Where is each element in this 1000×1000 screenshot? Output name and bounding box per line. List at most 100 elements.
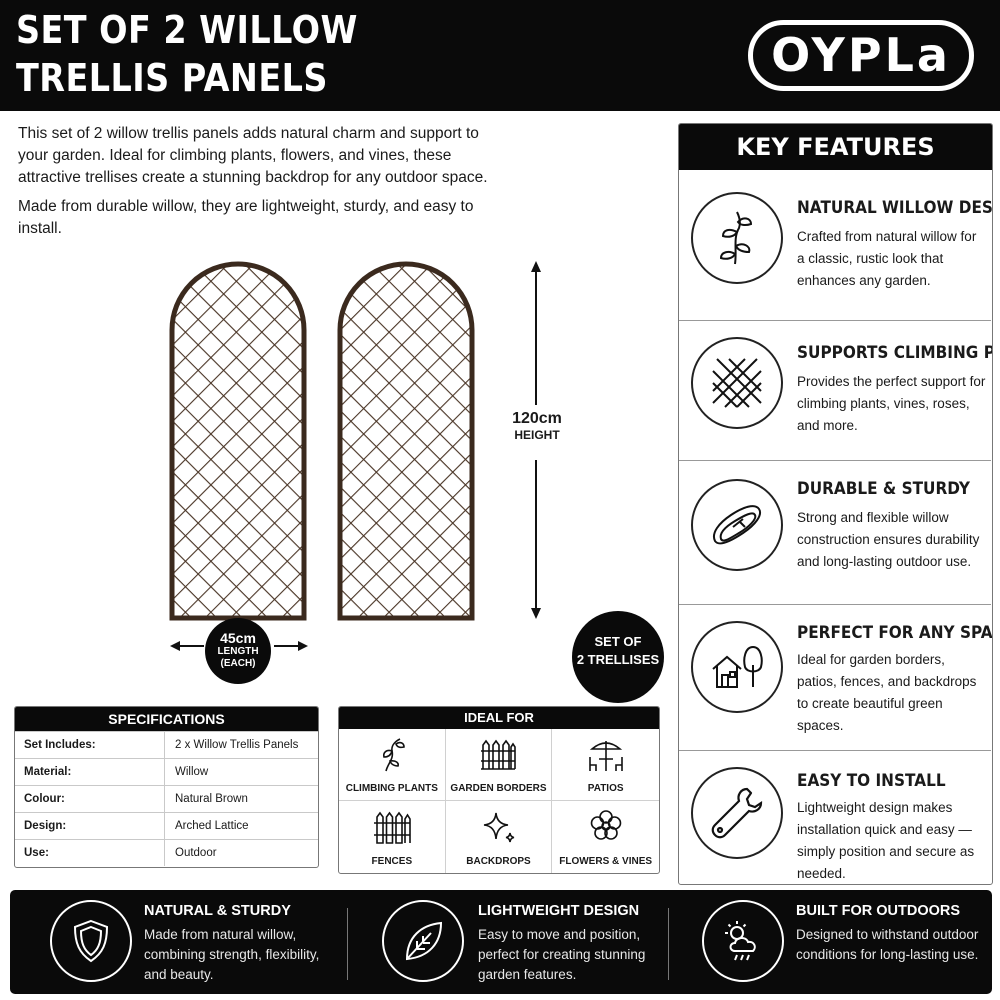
spec-row-use: Use: Outdoor xyxy=(15,839,318,866)
benefit-icon-circle xyxy=(702,900,784,982)
ideal-label: FLOWERS & VINES xyxy=(559,856,653,867)
spec-row-set-includes: Set Includes: 2 x Willow Trellis Panels xyxy=(15,731,318,758)
feature-title: DURABLE & STURDY xyxy=(797,479,970,499)
trellis-panel-left xyxy=(169,261,307,621)
ideal-for-heading: IDEAL FOR xyxy=(339,707,659,729)
page-title: SET OF 2 WILLOW TRELLIS PANELS xyxy=(16,6,358,102)
footer-divider xyxy=(347,908,348,980)
spec-value: 2 x Willow Trellis Panels xyxy=(175,739,299,751)
title-line-2: TRELLIS PANELS xyxy=(16,56,328,100)
benefit-description: Designed to withstand outdoor conditions… xyxy=(796,927,979,962)
length-caption: LENGTH xyxy=(217,646,259,657)
wrench-icon xyxy=(711,787,763,839)
house-tree-icon xyxy=(712,645,763,688)
header-banner: SET OF 2 WILLOW TRELLIS PANELS OYPLa xyxy=(0,0,1000,111)
garden-border-icon xyxy=(481,739,517,770)
height-arrow xyxy=(531,261,541,619)
benefit-title: BUILT FOR OUTDOORS xyxy=(796,903,961,919)
feature-durable: DURABLE & STURDY Strong and flexible wil… xyxy=(679,460,991,604)
feature-icon-circle xyxy=(691,479,783,571)
footer-divider xyxy=(668,908,669,980)
flower-icon xyxy=(590,810,621,840)
ideal-for-grid: CLIMBING PLANTS GARDEN BORDERS PATIOS xyxy=(339,729,659,873)
intro-paragraph-2: Made from durable willow, they are light… xyxy=(18,198,474,237)
height-dimension-label: 120cm HEIGHT xyxy=(507,410,567,442)
feature-any-space: PERFECT FOR ANY SPACE Ideal for garden b… xyxy=(679,604,993,750)
feature-icon-circle xyxy=(691,337,783,429)
feature-icon-circle xyxy=(691,621,783,713)
sparkle-icon xyxy=(484,812,515,843)
feature-description: Crafted from natural willow for a classi… xyxy=(797,229,977,288)
trellis-panel-right xyxy=(337,261,475,621)
ideal-item-patios: PATIOS xyxy=(552,729,659,801)
brand-logo: OYPLa xyxy=(748,20,974,91)
benefit-description: Made from natural willow, combining stre… xyxy=(144,927,320,982)
feature-title: NATURAL WILLOW DESIGN xyxy=(797,198,993,218)
feature-description: Lightweight design makes installation qu… xyxy=(797,800,975,881)
feature-description: Provides the perfect support for climbin… xyxy=(797,374,986,433)
feature-easy-install: EASY TO INSTALL Lightweight design makes… xyxy=(679,750,991,884)
benefit-outdoors: BUILT FOR OUTDOORS Designed to withstand… xyxy=(680,890,990,994)
feature-icon-circle xyxy=(691,767,783,859)
feature-description: Strong and flexible willow construction … xyxy=(797,510,980,569)
spec-label: Set Includes: xyxy=(15,732,165,758)
ideal-item-garden-borders: GARDEN BORDERS xyxy=(445,729,553,801)
set-count-badge: SET OF 2 TRELLISES xyxy=(572,611,664,703)
weather-icon xyxy=(725,921,756,961)
spec-value: Natural Brown xyxy=(175,793,248,805)
leaf-icon xyxy=(405,921,443,961)
intro-text: This set of 2 willow trellis panels adds… xyxy=(18,123,508,247)
specifications-table: SPECIFICATIONS Set Includes: 2 x Willow … xyxy=(14,706,319,868)
spec-value: Outdoor xyxy=(175,847,217,859)
length-note: (EACH) xyxy=(220,658,256,669)
height-value: 120cm xyxy=(512,410,562,427)
ideal-item-climbing-plants: CLIMBING PLANTS xyxy=(339,729,446,801)
ideal-label: BACKDROPS xyxy=(466,856,531,867)
ideal-label: GARDEN BORDERS xyxy=(450,783,547,794)
length-value: 45cm xyxy=(220,630,256,646)
spec-row-colour: Colour: Natural Brown xyxy=(15,785,318,812)
spec-label: Material: xyxy=(15,759,165,785)
spec-label: Use: xyxy=(15,840,165,866)
benefit-description: Easy to move and position, perfect for c… xyxy=(478,927,646,982)
ideal-label: CLIMBING PLANTS xyxy=(345,783,438,794)
feature-supports-climbing: SUPPORTS CLIMBING PLANTS Provides the pe… xyxy=(679,320,992,460)
fence-icon xyxy=(373,811,411,844)
length-badge: 45cm LENGTH (EACH) xyxy=(205,618,271,684)
set-line-2: 2 TRELLISES xyxy=(576,652,660,667)
trellis-panels-illustration xyxy=(169,261,541,651)
ideal-item-fences: FENCES xyxy=(339,801,446,873)
footer-benefits-bar: NATURAL & STURDY Made from natural willo… xyxy=(10,890,992,994)
shield-icon xyxy=(73,919,109,963)
willow-loop-icon xyxy=(713,505,761,545)
ideal-item-backdrops: BACKDROPS xyxy=(446,801,553,873)
benefit-icon-circle xyxy=(50,900,132,982)
spec-label: Colour: xyxy=(15,786,165,812)
ideal-label: PATIOS xyxy=(587,783,624,794)
spec-value: Willow xyxy=(175,766,209,778)
benefit-natural-sturdy: NATURAL & STURDY Made from natural willo… xyxy=(28,890,348,994)
benefit-lightweight: LIGHTWEIGHT DESIGN Easy to move and posi… xyxy=(360,890,680,994)
length-arrow xyxy=(170,641,308,651)
title-line-1: SET OF 2 WILLOW xyxy=(16,8,358,52)
sprout-icon xyxy=(719,211,753,265)
spec-label: Design: xyxy=(15,813,165,839)
ideal-for-panel: IDEAL FOR CLIMBING PLANTS GARDEN BORDERS xyxy=(338,706,660,874)
benefit-title: LIGHTWEIGHT DESIGN xyxy=(478,903,640,919)
spec-row-material: Material: Willow xyxy=(15,758,318,785)
spec-row-design: Design: Arched Lattice xyxy=(15,812,318,839)
height-caption: HEIGHT xyxy=(514,428,560,442)
ideal-item-flowers-vines: FLOWERS & VINES xyxy=(552,801,659,873)
ideal-label: FENCES xyxy=(371,856,413,867)
benefit-title: NATURAL & STURDY xyxy=(144,903,291,919)
key-features-heading: KEY FEATURES xyxy=(679,124,992,170)
feature-natural-willow: NATURAL WILLOW DESIGN Crafted from natur… xyxy=(679,170,993,320)
intro-paragraph-1: This set of 2 willow trellis panels adds… xyxy=(18,125,488,186)
specifications-heading: SPECIFICATIONS xyxy=(15,707,318,731)
climbing-plant-icon xyxy=(382,738,405,772)
feature-title: SUPPORTS CLIMBING PLANTS xyxy=(797,343,992,363)
feature-description: Ideal for garden borders, patios, fences… xyxy=(797,652,977,733)
feature-title: PERFECT FOR ANY SPACE xyxy=(797,623,993,643)
key-features-panel: KEY FEATURES NATURAL WILLOW DESIGN Craft… xyxy=(678,123,993,885)
set-line-1: SET OF xyxy=(594,634,642,649)
